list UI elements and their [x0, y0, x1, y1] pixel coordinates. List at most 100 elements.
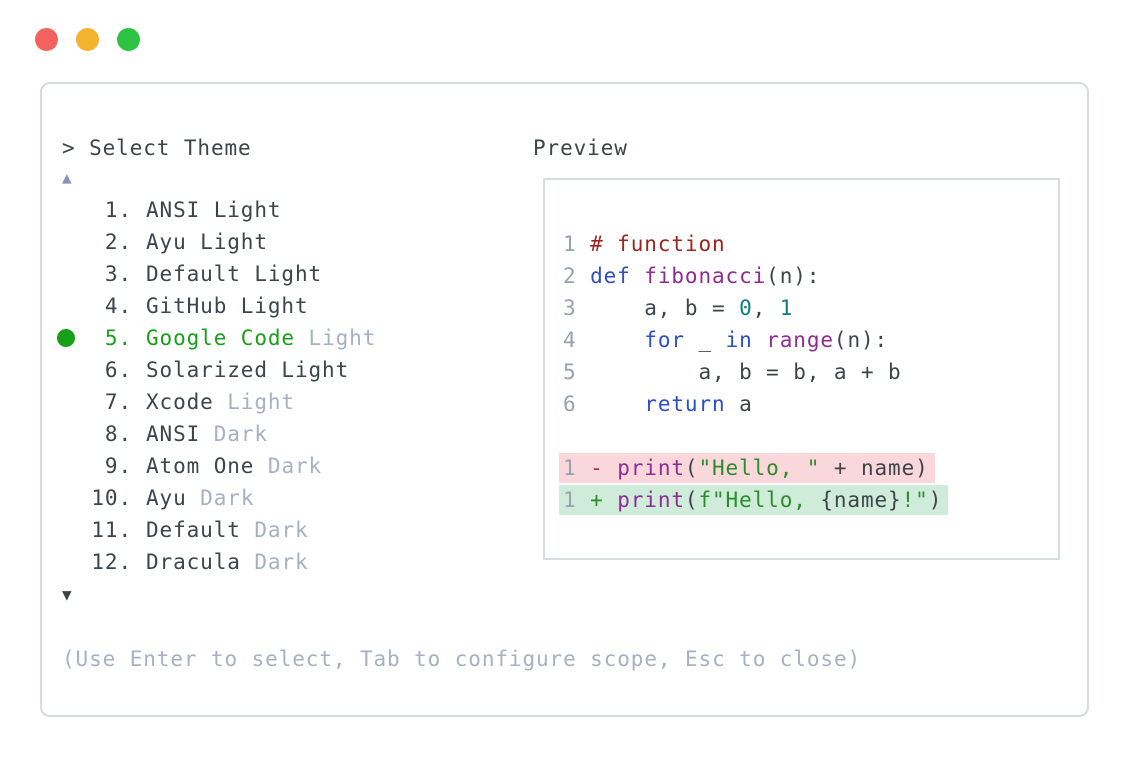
theme-name-part: ANSI Light	[146, 198, 282, 222]
theme-item-name: Dracula Dark	[132, 550, 309, 574]
keyboard-hint: (Use Enter to select, Tab to configure s…	[62, 647, 862, 671]
theme-name-part: Atom One	[146, 454, 255, 478]
bullet-cell	[56, 418, 91, 450]
theme-list-item[interactable]: 3. Default Light	[56, 258, 376, 290]
code-line: 3 a, b = 0, 1	[563, 292, 948, 324]
code-line: 1 + print(f"Hello, {name}!")	[559, 484, 949, 516]
code-token: (n):	[833, 328, 889, 352]
code-token: fibonacci	[644, 264, 767, 288]
theme-item-name: GitHub Light	[132, 294, 309, 318]
line-number: 1	[563, 488, 591, 512]
theme-item-name: Xcode Light	[132, 390, 295, 414]
select-theme-prompt: > Select Theme	[62, 136, 252, 160]
bullet-cell	[56, 386, 91, 418]
code-token	[631, 264, 645, 288]
code-token: + name)	[820, 456, 929, 480]
code-token: f"Hello,	[698, 488, 821, 512]
code-token: (n):	[766, 264, 821, 288]
theme-name-part: Google Code	[146, 326, 295, 350]
theme-list-item[interactable]: 6. Solarized Light	[56, 354, 376, 386]
theme-name-part: Light	[213, 390, 295, 414]
theme-item-name: Default Dark	[132, 518, 309, 542]
theme-list-item[interactable]: 8. ANSI Dark	[56, 418, 376, 450]
code-token: a, b =	[590, 296, 740, 320]
theme-item-number: 3.	[104, 262, 132, 286]
code-token: _	[684, 328, 726, 352]
code-token: print	[617, 488, 685, 512]
code-token: for	[644, 328, 685, 352]
code-token: -	[590, 456, 604, 480]
line-number: 1	[563, 232, 591, 256]
bullet-cell	[56, 482, 91, 514]
code-line: 5 a, b = b, a + b	[563, 356, 948, 388]
code-token: def	[590, 264, 631, 288]
bullet-cell	[56, 290, 91, 322]
code-token: (	[684, 456, 699, 480]
line-number: 5	[563, 360, 591, 384]
code-token: 0	[739, 296, 753, 320]
code-token: +	[590, 488, 604, 512]
theme-item-number: 6.	[104, 358, 132, 382]
theme-name-part: Solarized Light	[146, 358, 350, 382]
theme-item-name: Google Code Light	[132, 326, 376, 350]
theme-item-name: Default Light	[132, 262, 322, 286]
theme-name-part: Dark	[240, 518, 309, 542]
bullet-cell	[56, 354, 91, 386]
preview-label: Preview	[533, 136, 628, 160]
code-line: 1 # function	[563, 228, 948, 260]
theme-list-item[interactable]: 2. Ayu Light	[56, 226, 376, 258]
line-number: 2	[563, 264, 591, 288]
code-line: 6 return a	[563, 388, 948, 420]
code-token: (	[684, 488, 699, 512]
theme-list-item[interactable]: 10. Ayu Dark	[56, 482, 376, 514]
theme-name-part: Light	[294, 326, 377, 350]
theme-list-item[interactable]: 7. Xcode Light	[56, 386, 376, 418]
theme-list-item[interactable]: 12. Dracula Dark	[56, 546, 376, 578]
theme-list: 1. ANSI Light 2. Ayu Light 3. Default Li…	[56, 194, 376, 578]
theme-list-item[interactable]: 9. Atom One Dark	[56, 450, 376, 482]
theme-name-part: Ayu Light	[146, 230, 268, 254]
code-token: )	[928, 488, 943, 512]
theme-name-part: GitHub Light	[146, 294, 309, 318]
line-number: 6	[563, 392, 591, 416]
bullet-cell	[56, 194, 91, 226]
maximize-button[interactable]	[117, 28, 140, 51]
theme-item-number: 7.	[104, 390, 132, 414]
theme-list-item[interactable]: 11. Default Dark	[56, 514, 376, 546]
theme-item-number: 11.	[91, 518, 132, 542]
theme-name-part: ANSI	[146, 422, 201, 446]
theme-name-part: Ayu	[146, 486, 187, 510]
theme-name-part: Dark	[254, 454, 323, 478]
theme-item-name: ANSI Light	[132, 198, 281, 222]
theme-list-item[interactable]: 5. Google Code Light	[56, 322, 376, 354]
theme-name-part: Default Light	[146, 262, 323, 286]
code-line: 4 for _ in range(n):	[563, 324, 948, 356]
bullet-cell	[56, 322, 91, 354]
theme-selector-panel: > Select Theme ▲ 1. ANSI Light 2. Ayu Li…	[40, 82, 1089, 717]
bullet-cell	[56, 450, 91, 482]
scroll-down-icon[interactable]: ▼	[62, 585, 73, 604]
theme-name-part: Default	[146, 518, 241, 542]
close-button[interactable]	[35, 28, 58, 51]
code-token: 1	[779, 296, 794, 320]
theme-item-name: Ayu Dark	[132, 486, 254, 510]
code-token: # function	[590, 232, 726, 256]
theme-item-number: 4.	[104, 294, 132, 318]
code-line: 1 - print("Hello, " + name)	[559, 452, 948, 484]
code-token	[590, 392, 644, 416]
theme-item-name: Ayu Light	[132, 230, 268, 254]
theme-name-part: Dark	[200, 422, 268, 446]
theme-list-item[interactable]: 1. ANSI Light	[56, 194, 376, 226]
code-token	[753, 328, 767, 352]
theme-list-item[interactable]: 4. GitHub Light	[56, 290, 376, 322]
minimize-button[interactable]	[76, 28, 99, 51]
scroll-up-icon[interactable]: ▲	[62, 168, 73, 187]
code-token	[604, 456, 618, 480]
code-token	[590, 328, 644, 352]
theme-item-name: ANSI Dark	[132, 422, 268, 446]
theme-item-number: 9.	[104, 454, 132, 478]
bullet-cell	[56, 546, 91, 578]
code-token: !"	[901, 488, 929, 512]
code-token	[604, 488, 618, 512]
